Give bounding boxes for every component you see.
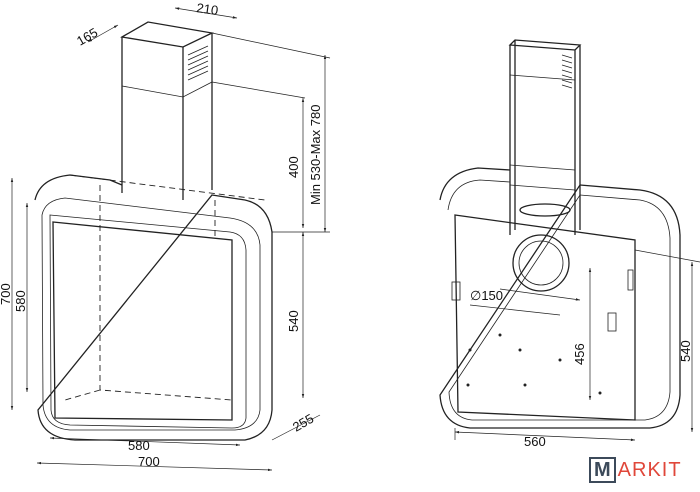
dim-560: 560 [524,434,546,449]
dim-456: 456 [572,343,587,365]
dim-165: 165 [74,25,100,49]
right-dimensions: ∅150 456 540 560 [454,249,700,449]
dim-580-width: 580 [128,438,150,453]
left-hood-view [34,21,273,441]
dim-700-width: 700 [138,454,160,469]
dim-255: 255 [290,411,316,435]
dim-540-right: 540 [678,340,693,362]
dim-outlet-diameter: ∅150 [470,288,503,303]
dim-540: 540 [286,310,301,332]
logo-text: ARKIT [617,458,682,481]
left-dimensions: 165 210 400 Min 530-Max 780 700 580 540 … [0,0,331,472]
dim-chimney-range: Min 530-Max 780 [308,105,323,205]
dim-400: 400 [286,156,301,178]
dim-210: 210 [196,0,220,18]
right-hood-view [439,39,681,429]
logo-letter: M [589,457,616,483]
dim-580-height: 580 [13,290,28,312]
dim-700-height: 700 [0,283,13,305]
markit-logo: M ARKIT [589,457,682,483]
